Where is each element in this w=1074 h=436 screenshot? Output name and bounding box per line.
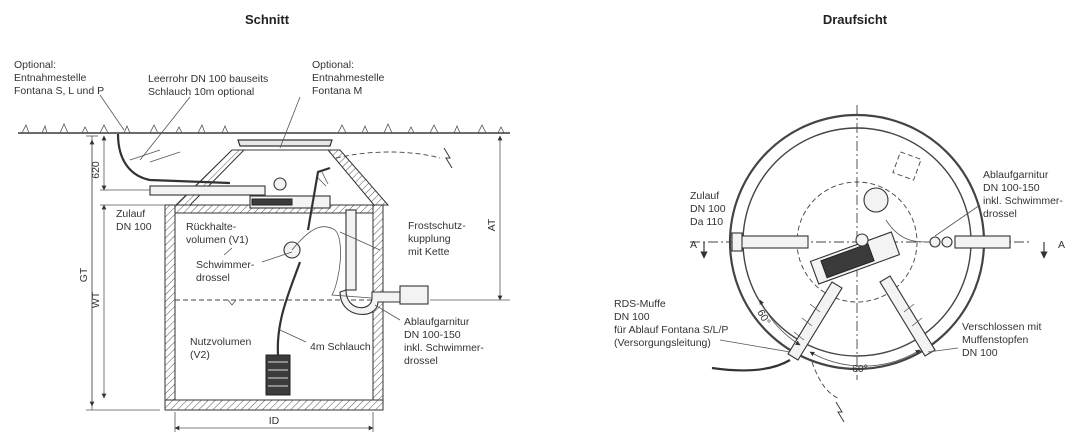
dimension-620: 620 xyxy=(90,161,102,179)
label-optional-left: Optional: Entnahmestelle Fontana S, L un… xyxy=(14,59,104,97)
top-lower-pipes xyxy=(711,275,936,372)
label-top-zulauf: Zulauf DN 100 Da 110 xyxy=(690,190,729,228)
label-rueckhaltevolumen: Rückhalte- volumen (V1) xyxy=(186,221,248,246)
top-view: Draufsicht A A xyxy=(614,12,1066,423)
section-mark-right: A xyxy=(1058,239,1065,251)
inlet-pipe xyxy=(149,177,331,209)
label-top-ablaufgarnitur: Ablaufgarnitur DN 100-150 inkl. Schwimme… xyxy=(983,169,1066,220)
outlet-assembly xyxy=(339,209,429,315)
dimension-lines xyxy=(86,135,510,432)
dimension-id: ID xyxy=(269,415,280,427)
label-schlauch: 4m Schlauch xyxy=(310,341,371,353)
label-optional-right: Optional: Entnahmestelle Fontana M xyxy=(312,59,387,97)
top-view-title: Draufsicht xyxy=(823,12,888,27)
dimension-gt: GT xyxy=(78,267,90,282)
label-zulauf: Zulauf DN 100 xyxy=(116,208,152,233)
top-outlet xyxy=(885,219,1011,249)
pump xyxy=(265,241,302,396)
angle-label-2: 60° xyxy=(852,363,868,375)
label-verschlossen: Verschlossen mit Muffenstopfen DN 100 xyxy=(962,321,1044,359)
ground-surface xyxy=(18,123,510,134)
leerrohr-hose xyxy=(116,133,231,185)
label-ablaufgarnitur-section: Ablaufgarnitur DN 100-150 inkl. Schwimme… xyxy=(404,316,487,367)
label-rds-muffe: RDS-Muffe DN 100 für Ablauf Fontana S/L/… xyxy=(614,298,731,349)
section-mark-left: A xyxy=(690,239,697,251)
label-frostschutz: Frostschutz- kupplung mit Kette xyxy=(408,220,469,258)
dimension-at: AT xyxy=(486,218,498,231)
angle-label-1: 60° xyxy=(754,308,772,328)
label-nutzvolumen: Nutzvolumen (V2) xyxy=(190,336,254,361)
section-view: Schnitt xyxy=(14,12,510,432)
label-schwimmerdrossel: Schwimmer- drossel xyxy=(196,259,257,284)
section-title: Schnitt xyxy=(245,12,290,27)
top-center-unit xyxy=(809,231,901,285)
top-inlet xyxy=(731,232,809,252)
label-leerrohr: Leerrohr DN 100 bauseits Schlauch 10m op… xyxy=(148,73,271,98)
float xyxy=(863,187,889,213)
leader-lines xyxy=(99,94,401,343)
dimension-wt: WT xyxy=(90,291,102,308)
section-marks xyxy=(700,242,1048,259)
